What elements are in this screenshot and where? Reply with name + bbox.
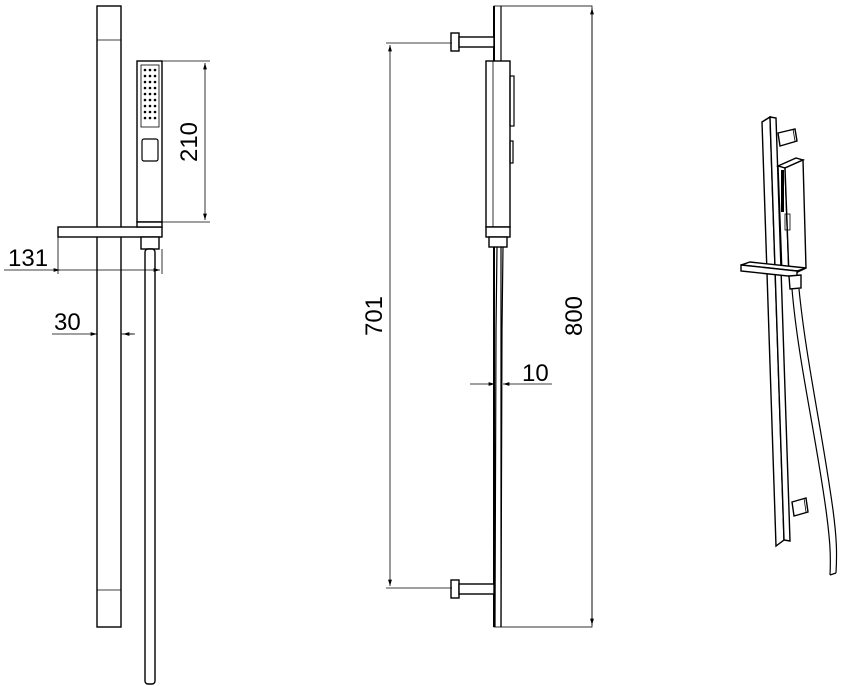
isometric-hose [791,288,838,576]
dim-label-131: 131 [8,245,48,272]
isometric-spray-nozzles [781,170,791,231]
dim-label-800: 800 [561,296,588,336]
isometric-view [740,115,838,576]
dimension-rail-length: 800 [561,8,594,625]
front-view-handset [136,60,163,223]
isometric-holder [740,261,807,290]
isometric-handset [775,157,807,278]
side-view: 701 800 10 [361,5,594,628]
front-view-holder [57,221,163,250]
dimension-bracket-spacing: 701 [361,42,452,589]
front-view: 210 131 30 [4,5,210,685]
isometric-upper-bracket [777,128,798,147]
handset-button [141,138,159,162]
upper-wall-bracket [450,32,495,52]
side-view-handset [485,60,515,248]
dimension-holder-projection: 131 [4,237,163,274]
front-view-rail [96,5,122,628]
dim-label-210: 210 [176,122,203,162]
dimension-hose-diameter: 10 [470,360,552,387]
dim-label-30: 30 [54,309,81,336]
dim-label-701: 701 [361,296,388,336]
front-view-hose [144,248,156,685]
dim-label-10: 10 [522,360,549,387]
side-view-hose [494,246,504,628]
spray-nozzle-pattern [143,68,157,120]
dimension-handset-length: 210 [162,60,210,223]
lower-wall-bracket [450,579,495,599]
isometric-rail [761,115,791,548]
dimension-rail-width: 30 [52,309,135,336]
isometric-lower-bracket [791,497,809,517]
